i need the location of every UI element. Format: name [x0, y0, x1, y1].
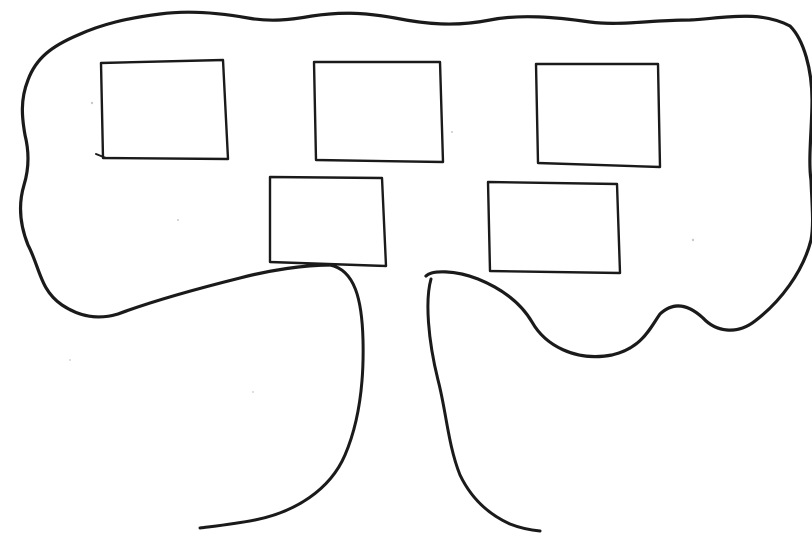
box-top-center — [314, 62, 443, 162]
box-top-left — [96, 60, 228, 159]
tree-trunk-left-edge — [200, 265, 363, 528]
box-top-right — [536, 64, 660, 167]
box-bottom-left — [270, 177, 386, 266]
box-bottom-right — [488, 182, 620, 273]
tree-trunk-right-edge — [428, 279, 540, 531]
